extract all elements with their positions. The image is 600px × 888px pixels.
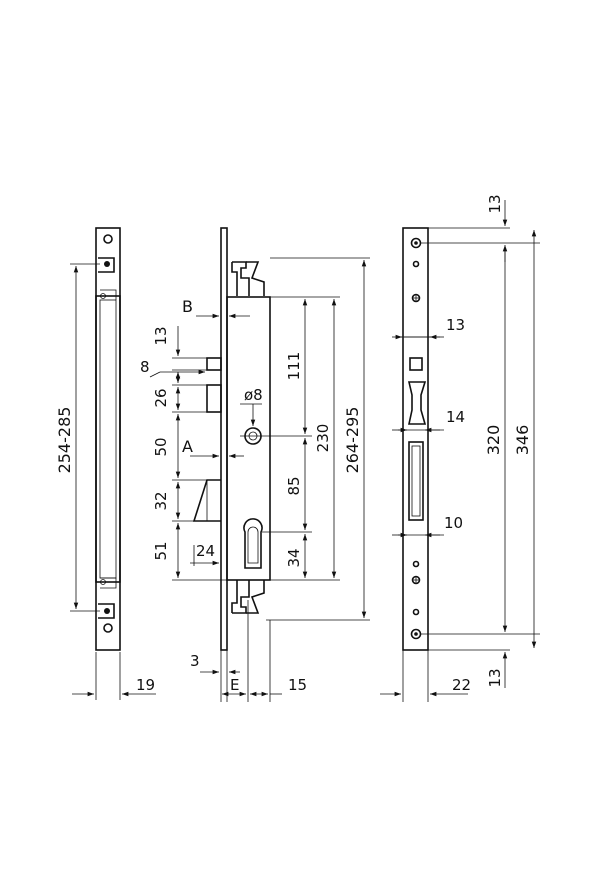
dim-13-upper: 13 <box>446 316 465 334</box>
faceplate-front-outline <box>402 227 429 651</box>
faceplate <box>220 227 228 651</box>
lock-body-view <box>149 227 370 702</box>
dim-13: 13 <box>152 326 170 345</box>
dim-85: 85 <box>285 476 303 495</box>
dim-264-295: 264-295 <box>343 407 362 474</box>
dim-51: 51 <box>152 541 170 560</box>
dim-26: 26 <box>152 388 170 407</box>
strike-plate-view <box>70 227 156 700</box>
dim-50: 50 <box>152 437 170 456</box>
strike-height-label: 254-285 <box>55 407 74 474</box>
dim-320: 320 <box>484 425 503 456</box>
dim-32: 32 <box>152 491 170 510</box>
dim-346: 346 <box>513 425 532 456</box>
screw-hole-top <box>103 234 113 244</box>
dim-15: 15 <box>288 676 307 694</box>
dim-3: 3 <box>190 652 200 670</box>
dim-111: 111 <box>285 352 303 381</box>
lock-case <box>226 296 271 581</box>
dim-24: 24 <box>196 542 215 560</box>
dim-13-top: 13 <box>486 194 504 213</box>
cylinder-cutout <box>243 518 263 569</box>
strike-plate-recess <box>95 295 121 583</box>
dim-13-bottom: 13 <box>486 668 504 687</box>
label-a: A <box>182 437 193 456</box>
strike-width-label: 19 <box>136 676 155 694</box>
latch-window <box>407 381 427 425</box>
faceplate-front-view <box>380 200 540 702</box>
dim-14: 14 <box>446 408 465 426</box>
label-b: B <box>182 297 193 316</box>
latch-bolt <box>192 479 221 522</box>
strike-plate-inner-slot <box>99 299 117 579</box>
dim-230: 230 <box>314 424 332 453</box>
dim-22: 22 <box>452 676 471 694</box>
label-8-left: 8 <box>140 358 150 376</box>
dim-dia8: ø8 <box>244 386 263 404</box>
dim-e: E <box>230 676 239 694</box>
dim-34: 34 <box>285 548 303 567</box>
dim-10: 10 <box>444 514 463 532</box>
bolt-opening <box>408 441 424 521</box>
